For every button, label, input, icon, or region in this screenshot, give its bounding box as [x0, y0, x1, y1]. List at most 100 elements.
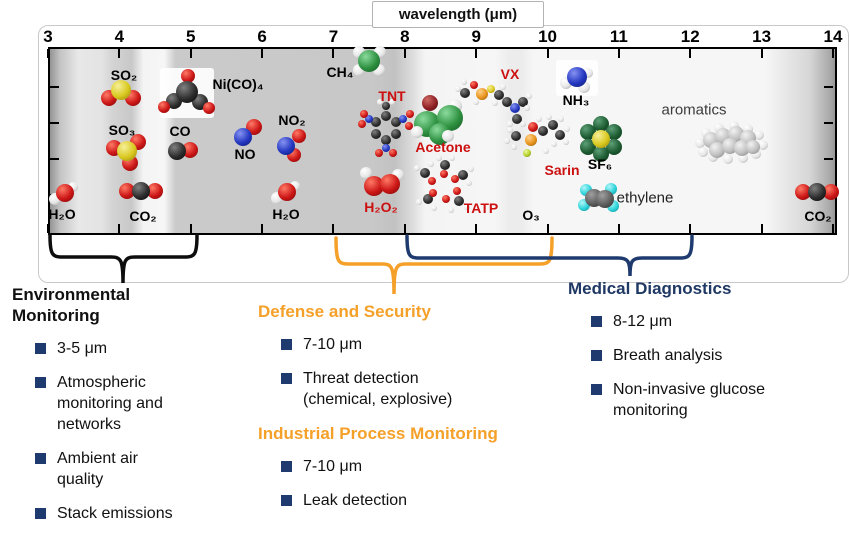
bullet-text: Leak detection [303, 492, 408, 509]
atom [442, 195, 450, 203]
molecule-label-ch4: CH₄ [326, 64, 354, 80]
atom [454, 196, 464, 206]
atom [564, 126, 570, 132]
axis-tick-label: 9 [471, 27, 481, 46]
bullet-text: Atmospheric monitoring and networks [57, 374, 163, 433]
atom [743, 124, 753, 134]
atom [464, 204, 470, 210]
list-item: 7-10 μm [281, 334, 558, 355]
axis-tick [47, 49, 49, 58]
atom [494, 90, 504, 100]
atom [567, 67, 587, 87]
molecule-label-so3: SO₃ [108, 122, 136, 138]
atom [428, 177, 436, 185]
bullet-text: Stack emissions [57, 505, 173, 522]
atom [492, 100, 498, 106]
atom [391, 117, 401, 127]
atom [523, 149, 531, 157]
atom [399, 115, 407, 123]
atom [548, 120, 558, 130]
axis-tick [475, 49, 478, 58]
molecule-label-h2o-mid: H₂O [272, 206, 300, 222]
molecule-label-ethylene: ethylene [616, 189, 674, 207]
bullet-text: 7-10 μm [303, 336, 363, 353]
wavelength-axis-title: wavelength (μm) [398, 6, 518, 23]
axis-tick-label: 12 [680, 27, 700, 46]
axis-tick [332, 224, 335, 233]
atom [451, 175, 459, 183]
axis-tick [832, 224, 834, 233]
axis-tick [617, 224, 620, 233]
atom [738, 153, 748, 163]
atom [358, 120, 366, 128]
molecule-label-no2: NO₂ [278, 112, 306, 128]
atom [389, 99, 395, 105]
bullet-square-icon [591, 350, 602, 361]
atom [512, 114, 522, 124]
molecule-label-tnt: TNT [378, 88, 406, 104]
list-item: Leak detection [281, 490, 558, 511]
bullet-square-icon [281, 461, 292, 472]
axis-tick [689, 224, 692, 233]
bullet-text: 8-12 μm [613, 313, 673, 330]
axis-tick [403, 49, 406, 58]
wavelength-axis-title-box: wavelength (μm) [372, 1, 544, 28]
axis-tick [47, 224, 49, 233]
axis-tick [760, 224, 763, 233]
atom [476, 88, 488, 100]
molecule-label-tatp: TATP [463, 200, 499, 216]
atom [453, 187, 461, 195]
molecule-label-co2-right: CO₂ [804, 208, 832, 224]
atom [375, 149, 383, 157]
atom [583, 68, 593, 78]
section-medical-diagnostics: Medical Diagnostics 8-12 μm Breath analy… [568, 278, 843, 434]
atom [358, 50, 380, 72]
molecule-label-co2-left: CO₂ [129, 208, 157, 224]
atom [382, 144, 390, 152]
atom [377, 99, 383, 105]
atom [406, 110, 414, 118]
bullet-text: 7-10 μm [303, 458, 363, 475]
atom [507, 121, 513, 127]
atom [606, 139, 622, 155]
atom [698, 147, 708, 157]
axis-tick-label: 5 [185, 27, 196, 46]
atom [458, 170, 468, 180]
atom [593, 146, 609, 162]
section-defense-and-industrial: Defense and Security 7-10 μm Threat dete… [258, 301, 558, 524]
atom [365, 115, 373, 123]
molecule-label-co: CO [169, 123, 191, 139]
atom [558, 116, 564, 122]
list-item: 8-12 μm [591, 311, 843, 332]
edge-tick [50, 86, 59, 88]
bullet-square-icon [281, 339, 292, 350]
axis-tick [189, 224, 192, 233]
atom [751, 149, 761, 159]
atom [448, 207, 454, 213]
list-item: 3-5 μm [35, 338, 252, 359]
atom [411, 126, 423, 138]
axis-tick-label: 14 [823, 27, 843, 46]
atom [808, 183, 826, 201]
section-title-defense: Defense and Security [258, 302, 431, 321]
molecule-label-no: NO [234, 146, 256, 162]
atom [528, 122, 538, 132]
bullet-square-icon [281, 495, 292, 506]
brace-medical [405, 234, 694, 277]
axis-tick-label: 8 [400, 27, 410, 46]
atom [440, 160, 450, 170]
atom [381, 111, 391, 121]
atom [507, 127, 513, 133]
atom [468, 166, 474, 172]
atom [695, 138, 705, 148]
atom [423, 194, 433, 204]
list-item: Breath analysis [591, 345, 843, 366]
atom [511, 144, 517, 150]
atom [391, 129, 401, 139]
atom [563, 139, 569, 145]
axis-tick-label: 4 [114, 27, 125, 46]
axis-tick-label: 13 [752, 27, 772, 46]
atom [823, 184, 839, 200]
bullet-square-icon [35, 343, 46, 354]
atom [500, 84, 506, 90]
